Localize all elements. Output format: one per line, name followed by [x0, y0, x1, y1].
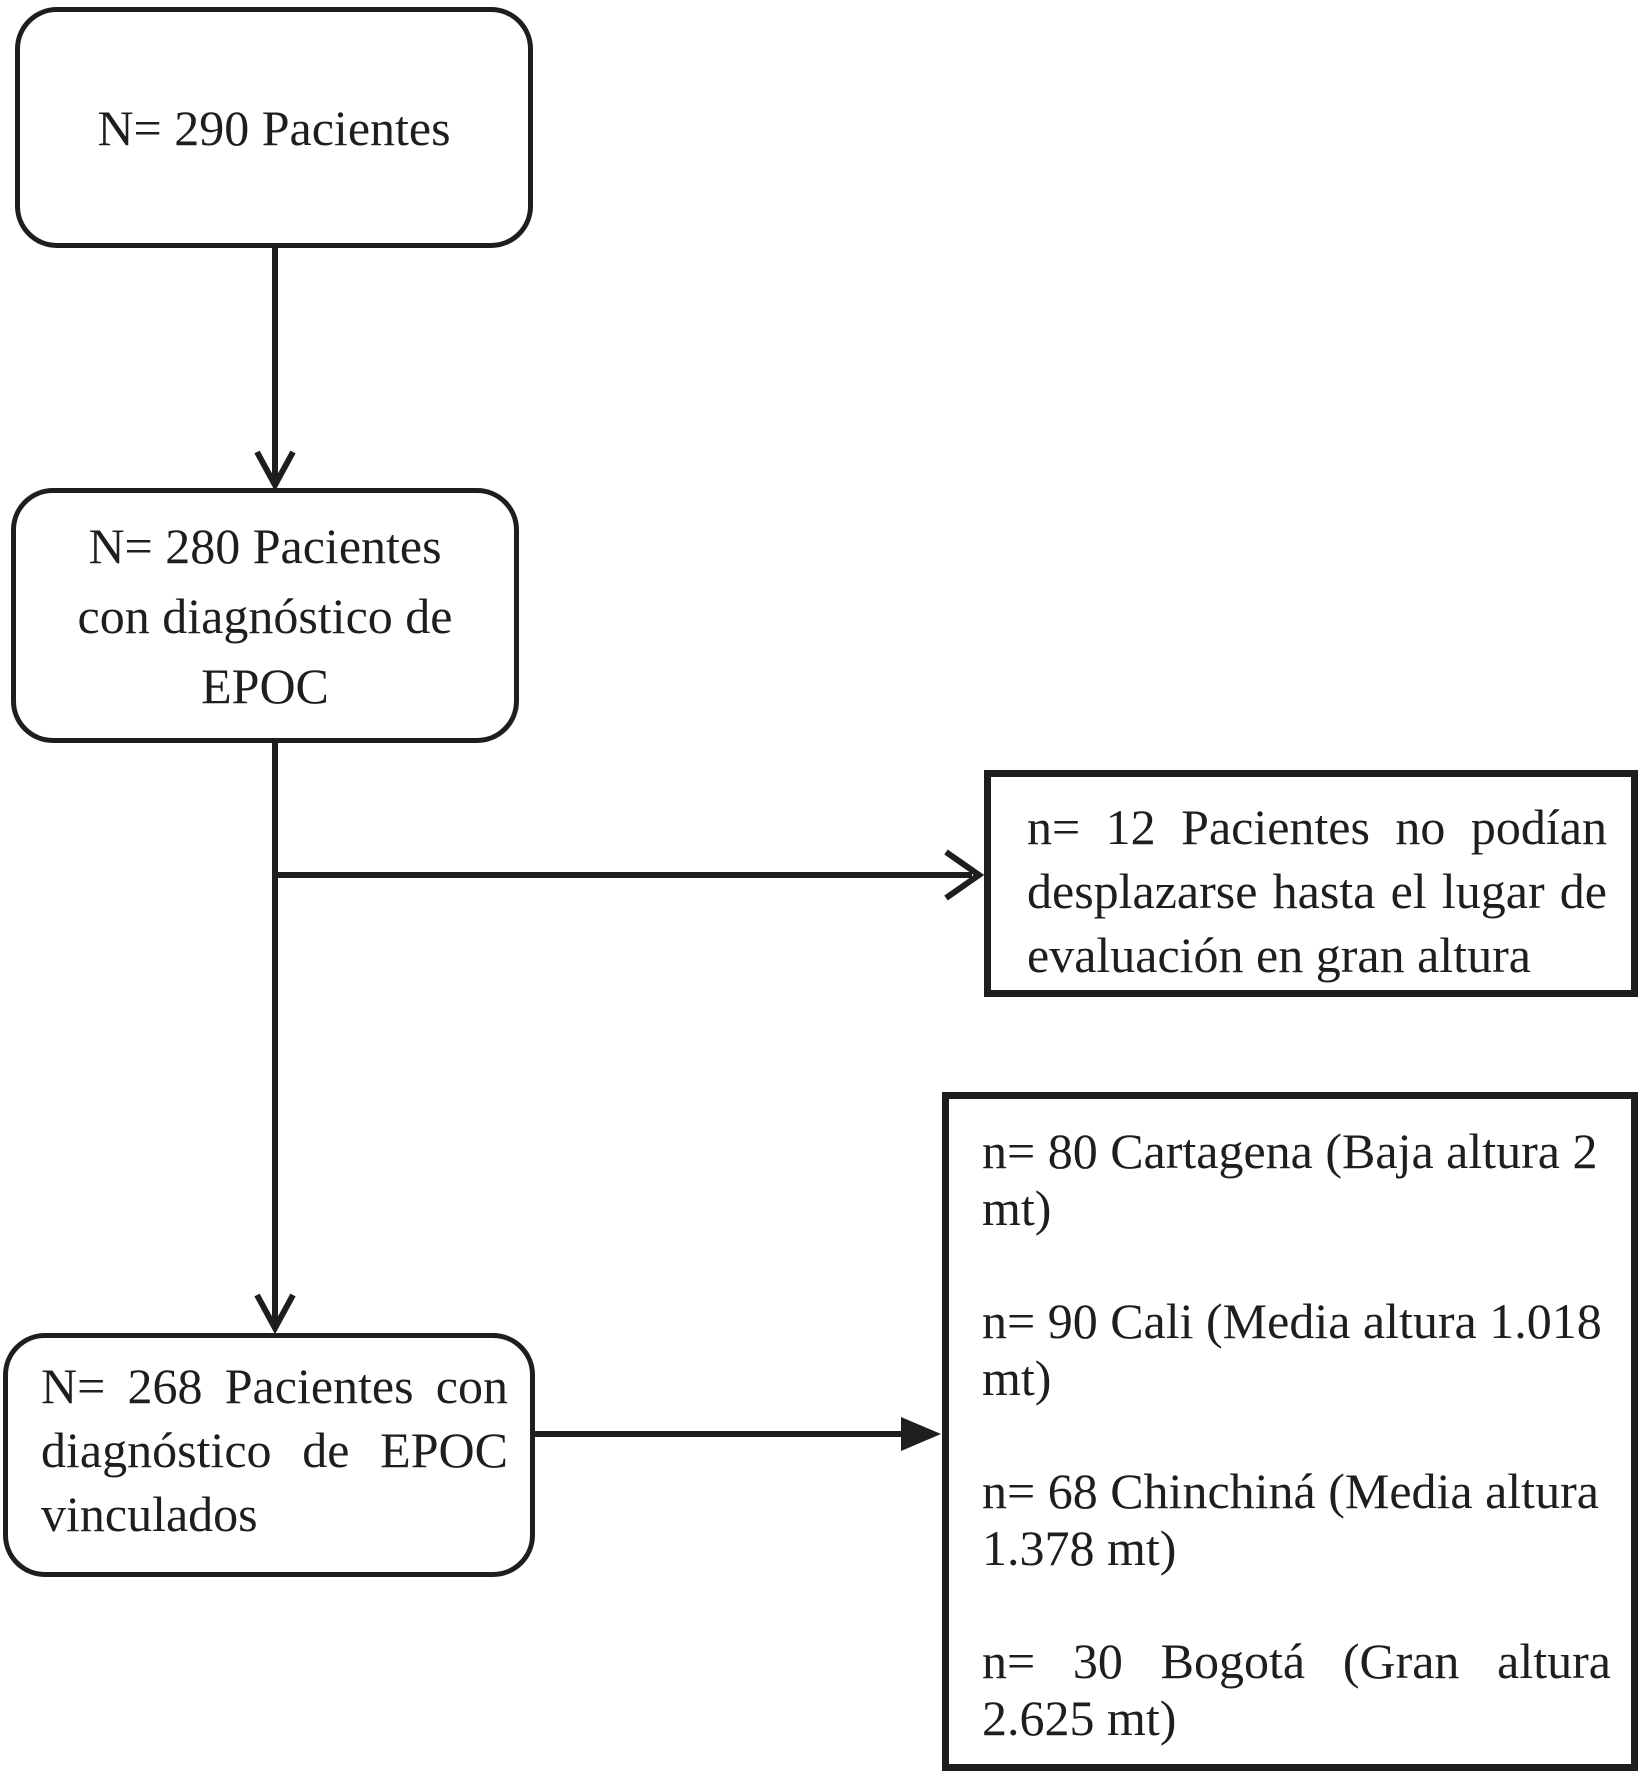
- box-excluded-line-3: evaluación en gran altura: [1027, 927, 1531, 983]
- box-n268-vinculados: N= 268 Pacientes con diagnóstico de EPOC…: [3, 1333, 535, 1577]
- altitude-group-chinchina: n= 68 Chinchiná (Media altura 1.378 mt): [982, 1463, 1611, 1577]
- box-n268-line-3: vinculados: [41, 1486, 258, 1542]
- altitude-group-cali: n= 90 Cali (Media altura 1.018 mt): [982, 1293, 1611, 1407]
- box-n280-text: N= 280 Pacientes con diagnóstico de EPOC: [78, 511, 453, 721]
- box-excluded-n12: n= 12 Pacientes no podían desplazarse ha…: [984, 770, 1638, 997]
- altitude-group-cartagena: n= 80 Cartagena (Baja altura 2 mt): [982, 1123, 1611, 1237]
- box-n280-line-1: N= 280 Pacientes: [88, 517, 442, 574]
- group-chinchina-line-1: n= 68 Chinchiná (Media altura: [982, 1463, 1599, 1519]
- arrow-head-down-into-280: [254, 450, 296, 492]
- group-chinchina-line-2: 1.378 mt): [982, 1520, 1177, 1576]
- group-cali-line-2: mt): [982, 1350, 1052, 1406]
- box-n268-line-2: diagnóstico de EPOC: [41, 1422, 508, 1478]
- box-altitude-groups: n= 80 Cartagena (Baja altura 2 mt) n= 90…: [942, 1092, 1638, 1771]
- box-n280-line-2: con diagnóstico de: [77, 587, 453, 644]
- arrow-head-down-into-268: [254, 1293, 296, 1335]
- group-cartagena-line-1: n= 80 Cartagena (Baja altura 2: [982, 1123, 1598, 1179]
- box-excluded-line-1: n= 12 Pacientes no podían: [1027, 799, 1607, 855]
- group-bogota-line-1: n= 30 Bogotá (Gran altura: [982, 1633, 1611, 1689]
- altitude-group-bogota: n= 30 Bogotá (Gran altura 2.625 mt): [982, 1633, 1611, 1747]
- box-n290-pacientes: N= 290 Pacientes: [15, 7, 533, 248]
- box-n290-text: N= 290 Pacientes: [97, 99, 451, 156]
- group-cartagena-line-2: mt): [982, 1180, 1052, 1236]
- box-n280-line-3: EPOC: [201, 657, 329, 714]
- box-n268-line-1: N= 268 Pacientes con: [41, 1358, 508, 1414]
- group-bogota-line-2: 2.625 mt): [982, 1690, 1177, 1746]
- box-excluded-line-2: desplazarse hasta el lugar de: [1027, 863, 1607, 919]
- arrow-head-right-into-excluded: [944, 849, 985, 901]
- group-cali-line-1: n= 90 Cali (Media altura 1.018: [982, 1293, 1602, 1349]
- box-n280-diagnostico-epoc: N= 280 Pacientes con diagnóstico de EPOC: [11, 488, 519, 743]
- arrow-head-solid-into-groups: [901, 1417, 941, 1451]
